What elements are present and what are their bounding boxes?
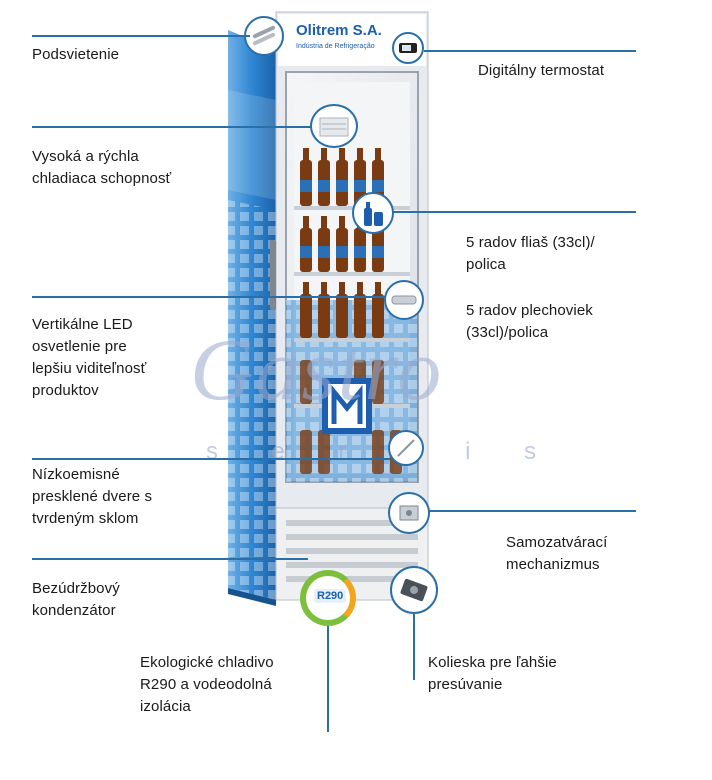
watermark-letter: s xyxy=(523,438,536,465)
feature-bottle-rows: 5 radov fliaš (33cl)/ polica xyxy=(466,234,595,273)
leader-line xyxy=(413,614,415,680)
leader-line xyxy=(32,126,312,128)
brand-tagline: Indústria de Refrigeração xyxy=(296,43,375,50)
castor-wheel-callout xyxy=(390,566,438,614)
thermostat-callout xyxy=(392,32,424,64)
feature-led-lighting: Vertikálne LED osvetlenie pre lepšiu vid… xyxy=(32,316,147,399)
leader-line xyxy=(32,458,390,460)
brand-name: Olitrem S.A. xyxy=(296,22,382,39)
glass-door-callout xyxy=(388,430,424,466)
led-light-callout xyxy=(384,280,424,320)
feature-castors: Kolieska pre ľahšie presúvanie xyxy=(428,654,557,693)
feature-condenser: Bezúdržbový kondenzátor xyxy=(32,580,120,619)
leader-line xyxy=(32,296,386,298)
watermark-letter: s xyxy=(206,438,218,465)
cooling-fan-callout xyxy=(310,104,358,148)
feature-backlight: Podsvietenie xyxy=(32,46,120,63)
door-handle xyxy=(270,240,276,310)
feature-can-rows: 5 radov plechoviek (33cl)/polica xyxy=(466,302,593,341)
eco-refrigerant-badge: R290 xyxy=(300,570,356,626)
r290-label: R290 xyxy=(314,589,347,603)
feature-self-closing: Samozatvárací mechanizmus xyxy=(506,534,608,573)
feature-thermostat: Digitálny termostat xyxy=(478,62,605,79)
led-tube-callout xyxy=(244,16,284,56)
bottle-can-callout xyxy=(352,192,394,234)
leader-line xyxy=(327,626,329,732)
feature-cooling: Vysoká a rýchla chladiaca schopnosť xyxy=(32,148,172,187)
leader-line xyxy=(32,35,250,37)
watermark-letter: r xyxy=(338,438,347,465)
watermark-letter: e xyxy=(271,438,285,465)
leader-line xyxy=(428,510,636,512)
feature-glass-door: Nízkoemisné presklené dvere s tvrdeným s… xyxy=(32,466,153,527)
watermark-script: Gastro xyxy=(190,322,444,419)
leader-line xyxy=(392,211,636,213)
watermark-letters: s e r v i s xyxy=(206,438,536,466)
leader-line xyxy=(424,50,636,52)
leader-line xyxy=(32,558,308,560)
feature-refrigerant: Ekologické chladivo R290 a vodeodolná iz… xyxy=(140,654,274,715)
self-closing-callout xyxy=(388,492,430,534)
watermark-letter: i xyxy=(465,438,471,465)
